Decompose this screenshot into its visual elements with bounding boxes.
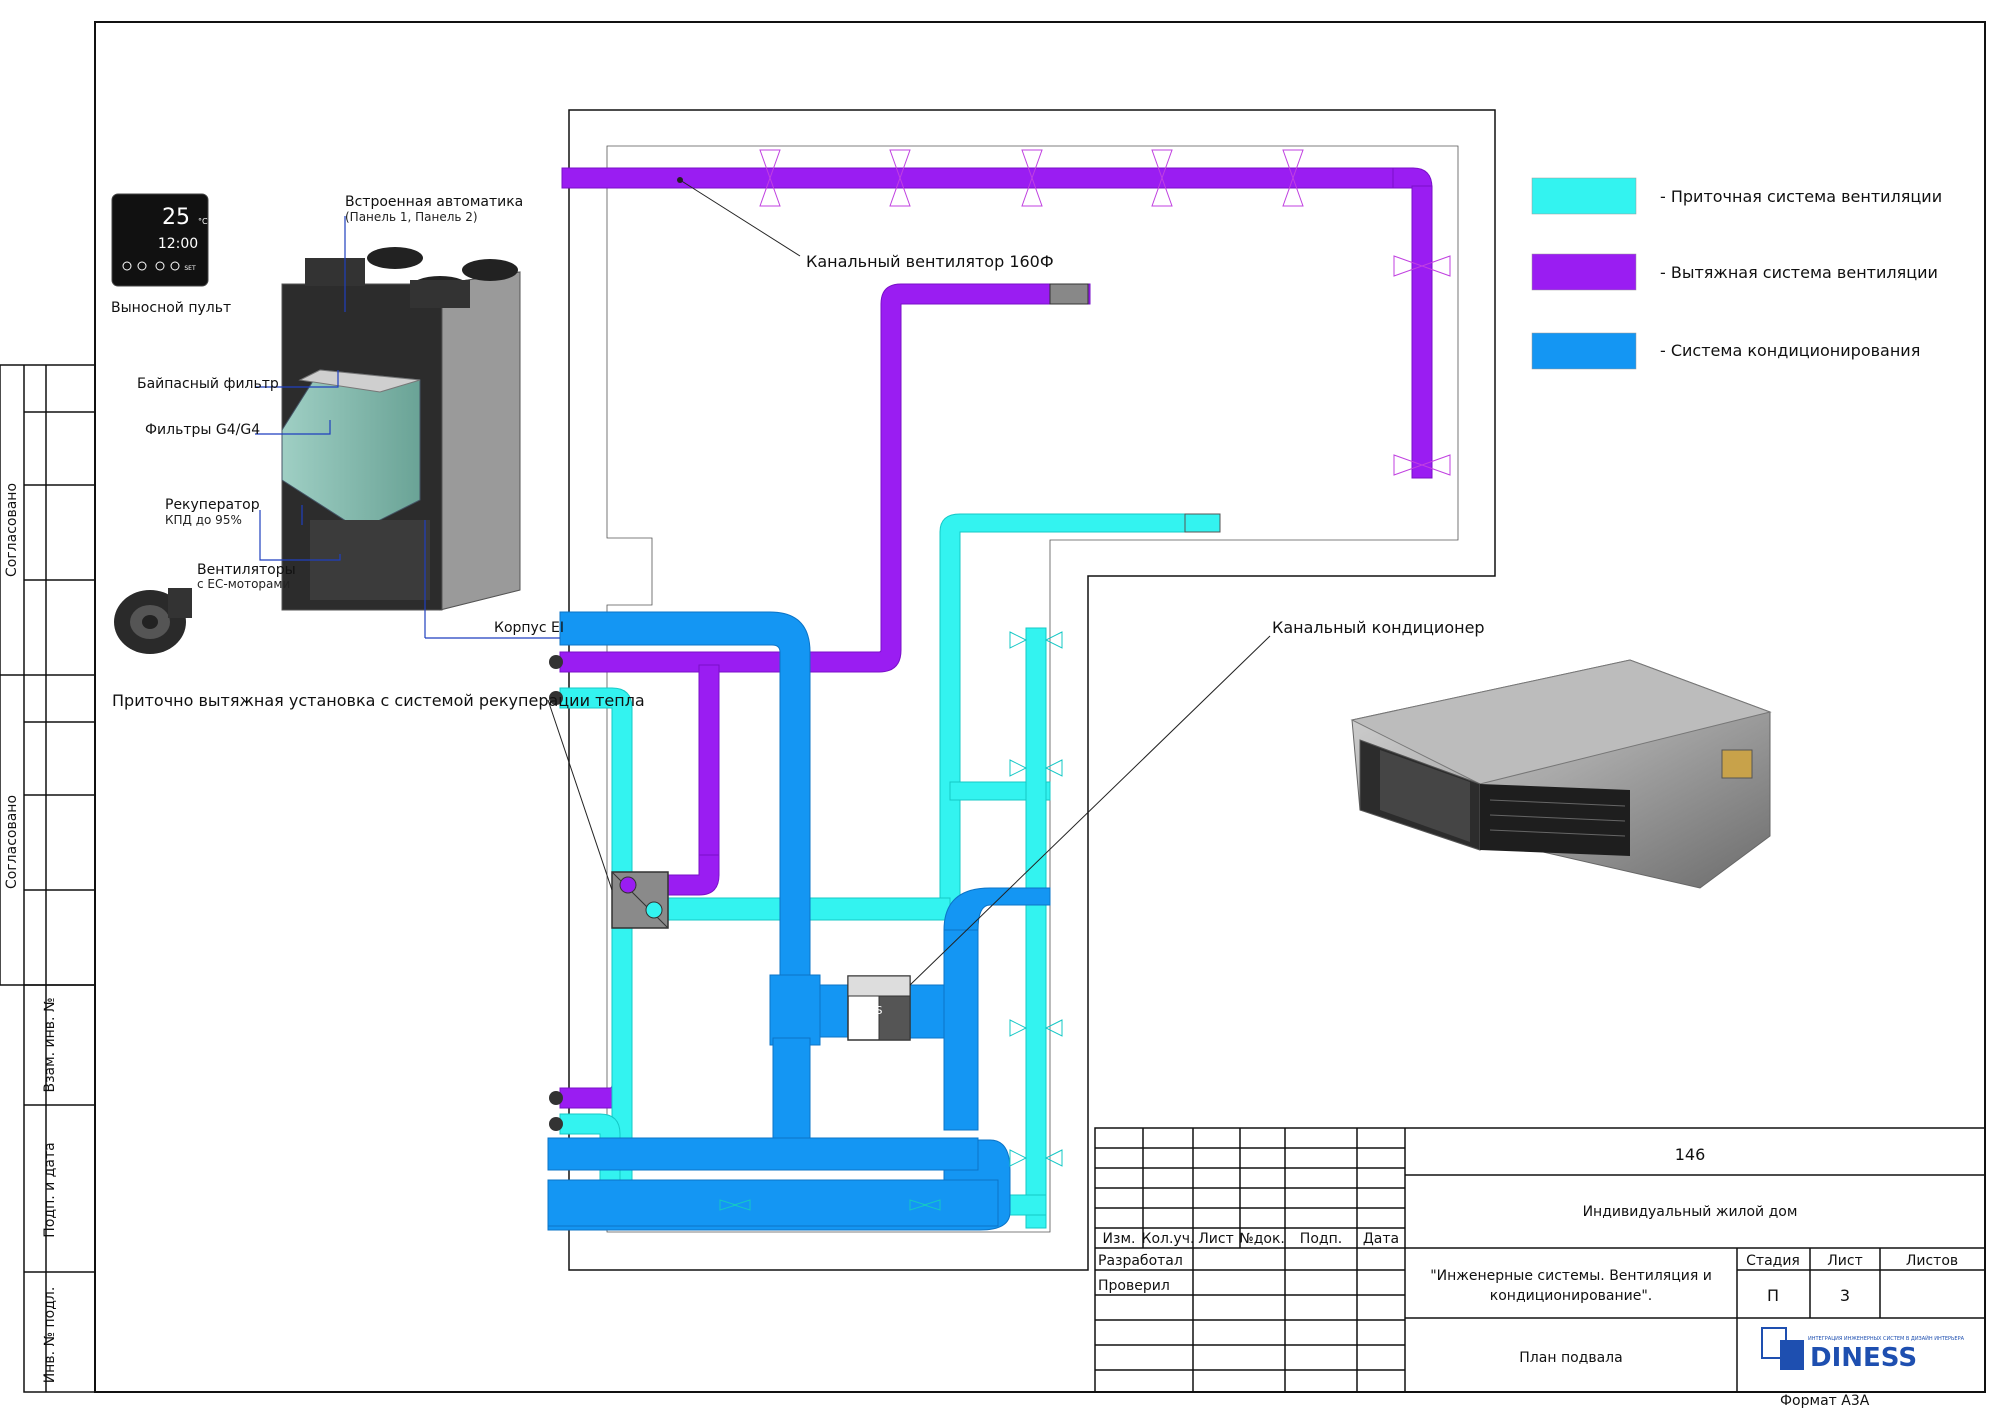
- col-data: Дата: [1363, 1231, 1399, 1247]
- legend-swatch-exhaust: [1531, 253, 1637, 291]
- exhaust-grille: [1049, 283, 1089, 305]
- ahu-unit-symbol: [611, 871, 669, 929]
- fans-sub-label: с EC-моторами: [197, 577, 290, 591]
- inv-orig-label: Инв. № подл.: [42, 1287, 58, 1384]
- duct-ac-label: Канальный кондиционер: [1272, 618, 1485, 637]
- bypass-label: Байпасный фильтр: [137, 376, 279, 392]
- housing-label: Корпус EI: [494, 620, 564, 636]
- side-stamp: [0, 364, 96, 1393]
- remote-panel-icon: [111, 193, 209, 287]
- remote-label: Выносной пульт: [111, 300, 231, 316]
- sheet-name: План подвала: [1519, 1350, 1622, 1366]
- fan-leader-dot: [677, 177, 683, 183]
- agreed-label-1: Согласовано: [4, 483, 20, 577]
- sheets-header: Листов: [1906, 1253, 1958, 1269]
- ahu-leaders: [255, 216, 426, 638]
- supply-left-run: [559, 687, 633, 1211]
- sheet-value: 3: [1840, 1286, 1850, 1305]
- ahu-product-image: 25 °C 12:00 SET: [111, 193, 521, 611]
- legend-label-exhaust: - Вытяжная система вентиляции: [1660, 263, 1938, 282]
- col-list: Лист: [1198, 1231, 1233, 1247]
- diffuser-marks: [759, 149, 1451, 476]
- format-label: Формат А3А: [1780, 1393, 1870, 1409]
- stage-value: П: [1767, 1286, 1779, 1305]
- project-code: 146: [1675, 1145, 1706, 1164]
- drawing-title-1: "Инженерные системы. Вентиляция и: [1430, 1268, 1712, 1284]
- drawing-title-2: кондиционирование".: [1490, 1288, 1652, 1304]
- col-kolvo: Кол.уч.: [1142, 1231, 1195, 1247]
- duct-ac-symbol: S: [847, 975, 911, 1041]
- remote-temp: 25: [162, 205, 190, 230]
- ahu-label: Приточно вытяжная установка с системой р…: [112, 691, 645, 710]
- building-outline: [568, 109, 1496, 1271]
- developed-label: Разработал: [1098, 1253, 1183, 1269]
- supply-diffuser-marks: [719, 631, 1063, 1211]
- fan-icon: [114, 588, 192, 654]
- automation-label: Встроенная автоматика: [345, 194, 523, 210]
- col-izm: Изм.: [1103, 1231, 1136, 1247]
- conditioning-ducts: [547, 611, 1051, 1231]
- agreed-label-2: Согласовано: [4, 795, 20, 889]
- filters-label: Фильтры G4/G4: [145, 422, 260, 438]
- project-name: Индивидуальный жилой дом: [1583, 1204, 1798, 1220]
- company-tagline: ИНТЕГРАЦИЯ ИНЖЕНЕРНЫХ СИСТЕМ В ДИЗАЙН ИН…: [1808, 1335, 1965, 1342]
- title-block: [1094, 1127, 1986, 1393]
- col-podp: Подп.: [1300, 1231, 1342, 1247]
- remote-set: SET: [184, 265, 196, 272]
- recuperator-label: Рекуператор: [165, 497, 260, 513]
- leader-lines: [547, 179, 1271, 986]
- remote-time: 12:00: [158, 236, 198, 252]
- legend-swatch-conditioning: [1531, 332, 1637, 370]
- col-ndok: №док.: [1239, 1231, 1285, 1247]
- company-name: DINESS: [1810, 1343, 1917, 1373]
- supply-grille: [1184, 513, 1221, 533]
- duct-end-caps: [549, 655, 563, 1131]
- ac-mark: S: [876, 1004, 883, 1017]
- exhaust-center-run: [559, 283, 1091, 673]
- checked-label: Проверил: [1098, 1278, 1170, 1294]
- company-logo: ИНТЕГРАЦИЯ ИНЖЕНЕРНЫХ СИСТЕМ В ДИЗАЙН ИН…: [1761, 1327, 1965, 1373]
- legend: - Приточная система вентиляции - Вытяжна…: [1531, 177, 1942, 370]
- sheet-header: Лист: [1827, 1253, 1862, 1269]
- exhaust-ducts: [559, 167, 1433, 1109]
- recuperator-sub-label: КПД до 95%: [165, 513, 242, 527]
- supply-right-drop: [1025, 627, 1047, 1229]
- duct-fan-label: Канальный вентилятор 160Ф: [806, 252, 1054, 271]
- fans-label: Вентиляторы: [197, 562, 296, 578]
- remote-temp-unit: °C: [198, 217, 208, 226]
- duct-ac-product-image: [1350, 659, 1772, 889]
- legend-swatch-supply: [1531, 177, 1637, 215]
- legend-label-conditioning: - Система кондиционирования: [1660, 341, 1920, 360]
- automation-sub-label: (Панель 1, Панель 2): [345, 210, 478, 224]
- stage-header: Стадия: [1746, 1253, 1800, 1269]
- legend-label-supply: - Приточная система вентиляции: [1660, 187, 1942, 206]
- exhaust-top-run: [561, 167, 1414, 189]
- inv-replace-label: Взам. инв. №: [42, 997, 58, 1092]
- exhaust-inner-drop: [698, 664, 720, 876]
- sign-date-label: Подп. и дата: [42, 1142, 58, 1237]
